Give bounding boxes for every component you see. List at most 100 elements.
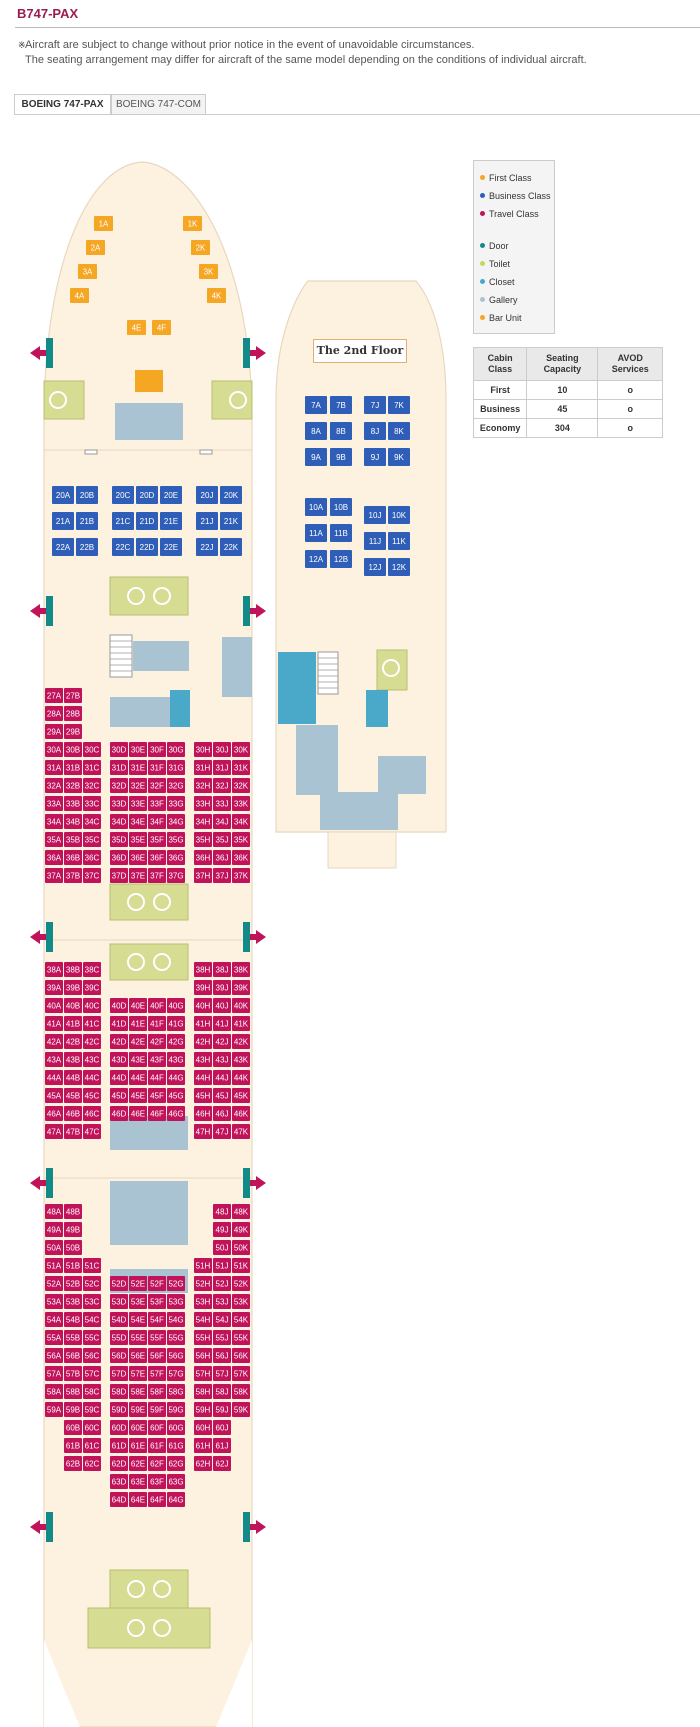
- seat-box: [213, 796, 231, 811]
- seat: 8J: [364, 422, 386, 440]
- seat-box: [167, 1384, 185, 1399]
- seat-box: [232, 760, 250, 775]
- door-dot-icon: [480, 243, 485, 249]
- seat-box: [232, 1330, 250, 1345]
- table-header-row: Cabin Class Seating Capacity AVOD Servic…: [472, 347, 663, 381]
- seat-label: 37E: [131, 872, 145, 881]
- seat: 45B: [64, 1088, 82, 1103]
- seat-box: [148, 1474, 166, 1489]
- seat-label: 59B: [66, 1406, 80, 1415]
- seat: 46C: [83, 1106, 101, 1121]
- seat-box: [129, 832, 147, 847]
- seat-box: [232, 1204, 250, 1219]
- seat-box: [213, 1348, 231, 1363]
- seat: 36E: [129, 850, 147, 865]
- seat: 56G: [167, 1348, 185, 1363]
- seat: 4A: [70, 288, 89, 303]
- seat-label: 46E: [131, 1110, 145, 1119]
- closet-block: [278, 652, 316, 724]
- seat: 32B: [64, 778, 82, 793]
- legend-label: Bar Unit: [489, 313, 522, 323]
- seat-label: 37D: [112, 872, 127, 881]
- seat-box: [194, 868, 212, 883]
- seat-label: 52J: [216, 1280, 229, 1289]
- seat-box: [64, 706, 82, 721]
- exit-arrow-left-icon: [30, 1520, 46, 1534]
- seat-box: [194, 832, 212, 847]
- seat: 58G: [167, 1384, 185, 1399]
- seat-box: [167, 1492, 185, 1507]
- legend-item-first-class: First Class: [480, 171, 532, 185]
- seat-box: [220, 538, 242, 556]
- seat-label: 53E: [131, 1298, 145, 1307]
- seat: 56A: [45, 1348, 63, 1363]
- seat-label: 22E: [164, 543, 178, 552]
- table-row: Economy 304 o: [472, 418, 663, 438]
- seat-label: 61E: [131, 1442, 145, 1451]
- table-cell: Economy: [472, 418, 528, 438]
- seat-box: [194, 850, 212, 865]
- seat: 59C: [83, 1402, 101, 1417]
- seat: 20E: [160, 486, 182, 504]
- seat-box: [213, 850, 231, 865]
- seat: 30D: [110, 742, 128, 757]
- seat-label: 57J: [216, 1370, 229, 1379]
- seat: 60B: [64, 1420, 82, 1435]
- seat-label: 39B: [66, 984, 80, 993]
- seat-label: 11J: [369, 537, 381, 546]
- seat-label: 29A: [47, 728, 62, 737]
- seat-label: 47B: [66, 1128, 80, 1137]
- seat-label: 8B: [336, 427, 346, 436]
- seat-label: 45H: [196, 1092, 211, 1101]
- seat: 8A: [305, 422, 327, 440]
- seat: 39J: [213, 980, 231, 995]
- seat-label: 33A: [47, 800, 62, 809]
- seat: 33K: [232, 796, 250, 811]
- seat: 44K: [232, 1070, 250, 1085]
- seat-box: [83, 1366, 101, 1381]
- seat-label: 31C: [85, 764, 100, 773]
- second-floor-label: The 2nd Floor: [313, 339, 407, 363]
- seat: 35F: [148, 832, 166, 847]
- seat-label: 50J: [216, 1244, 229, 1253]
- door-left: [46, 338, 53, 368]
- seat-label: 40E: [131, 1002, 145, 1011]
- seat-label: 39J: [216, 984, 229, 993]
- seat-label: 20D: [140, 491, 155, 500]
- seat: 36F: [148, 850, 166, 865]
- seat-label: 53C: [85, 1298, 100, 1307]
- seat: 42G: [167, 1034, 185, 1049]
- seat: 43H: [194, 1052, 212, 1067]
- seat-box: [148, 1106, 166, 1121]
- seat-label: 55H: [196, 1334, 211, 1343]
- seat-box: [64, 868, 82, 883]
- seat-label: 8J: [371, 427, 379, 436]
- seat: 50J: [213, 1240, 231, 1255]
- seat-box: [167, 868, 185, 883]
- seat-box: [64, 796, 82, 811]
- seat-label: 35F: [150, 836, 164, 845]
- seat-label: 37K: [234, 872, 249, 881]
- seat-label: 62E: [131, 1460, 145, 1469]
- seat-label: 4E: [132, 324, 142, 333]
- seat-label: 21B: [80, 517, 94, 526]
- seat: 44D: [110, 1070, 128, 1085]
- seat-box: [364, 506, 386, 524]
- seat-label: 64D: [112, 1496, 127, 1505]
- seat: 34J: [213, 814, 231, 829]
- gallery-block: [378, 756, 426, 794]
- seat: 8K: [388, 422, 410, 440]
- seat-label: 57G: [168, 1370, 183, 1379]
- seat-label: 51B: [66, 1262, 80, 1271]
- travel-class-dot-icon: [480, 211, 485, 217]
- seat-box: [213, 1384, 231, 1399]
- seat-label: 32H: [196, 782, 211, 791]
- seat-box: [167, 1456, 185, 1471]
- seat: 61E: [129, 1438, 147, 1453]
- seat-label: 10J: [369, 511, 382, 520]
- seat-box: [207, 288, 226, 303]
- seat-label: 36G: [168, 854, 183, 863]
- seat-label: 42H: [196, 1038, 211, 1047]
- seat-box: [194, 1312, 212, 1327]
- seat-label: 60E: [131, 1424, 145, 1433]
